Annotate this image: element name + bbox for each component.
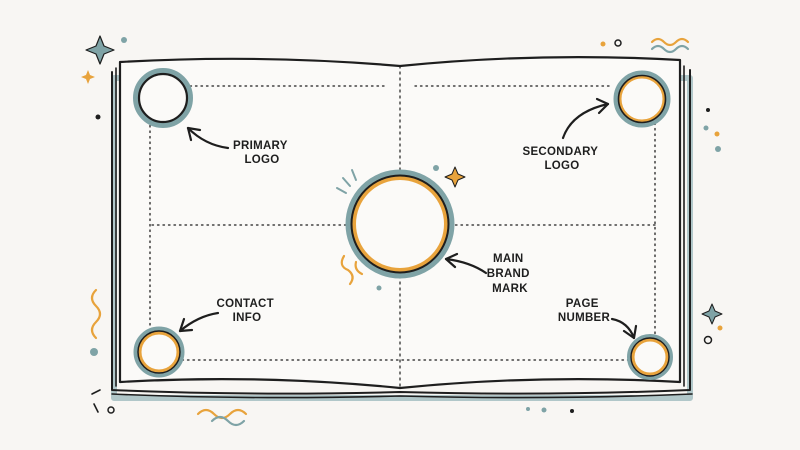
tick-marks <box>91 389 101 413</box>
page-number-label: PAGE NUMBER <box>558 298 611 324</box>
squiggle-icon <box>340 254 364 286</box>
main-brand-mark-placeholder <box>345 169 455 279</box>
squiggle-icon <box>90 288 102 340</box>
primary-logo-placeholder <box>133 68 193 128</box>
secondary-logo-placeholder <box>613 70 671 128</box>
squiggle-icon <box>650 44 690 54</box>
primary-logo-label: PRIMARY LOGO <box>233 140 291 166</box>
arrow-icon <box>444 252 488 275</box>
arrow-icon <box>178 311 220 333</box>
sparkle-icon <box>85 35 115 65</box>
main-brand-mark-label: MAIN BRAND MARK <box>487 253 534 295</box>
decorative-dots <box>90 37 723 414</box>
contact-info-placeholder <box>133 326 185 378</box>
layout-guides <box>149 85 656 361</box>
sparkle-icon <box>701 303 723 325</box>
arrow-icon <box>610 317 638 340</box>
squiggle-icon <box>210 415 246 427</box>
squiggle-icon <box>650 37 690 47</box>
arrow-icon <box>561 97 610 140</box>
sparkle-icon <box>81 70 95 84</box>
arrow-icon <box>186 126 230 150</box>
burst-lines <box>336 169 357 194</box>
page-number-placeholder <box>627 334 673 380</box>
sparkle-icon <box>444 166 466 188</box>
contact-info-label: CONTACT INFO <box>217 298 278 324</box>
secondary-logo-label: SECONDARY LOGO <box>522 146 601 172</box>
